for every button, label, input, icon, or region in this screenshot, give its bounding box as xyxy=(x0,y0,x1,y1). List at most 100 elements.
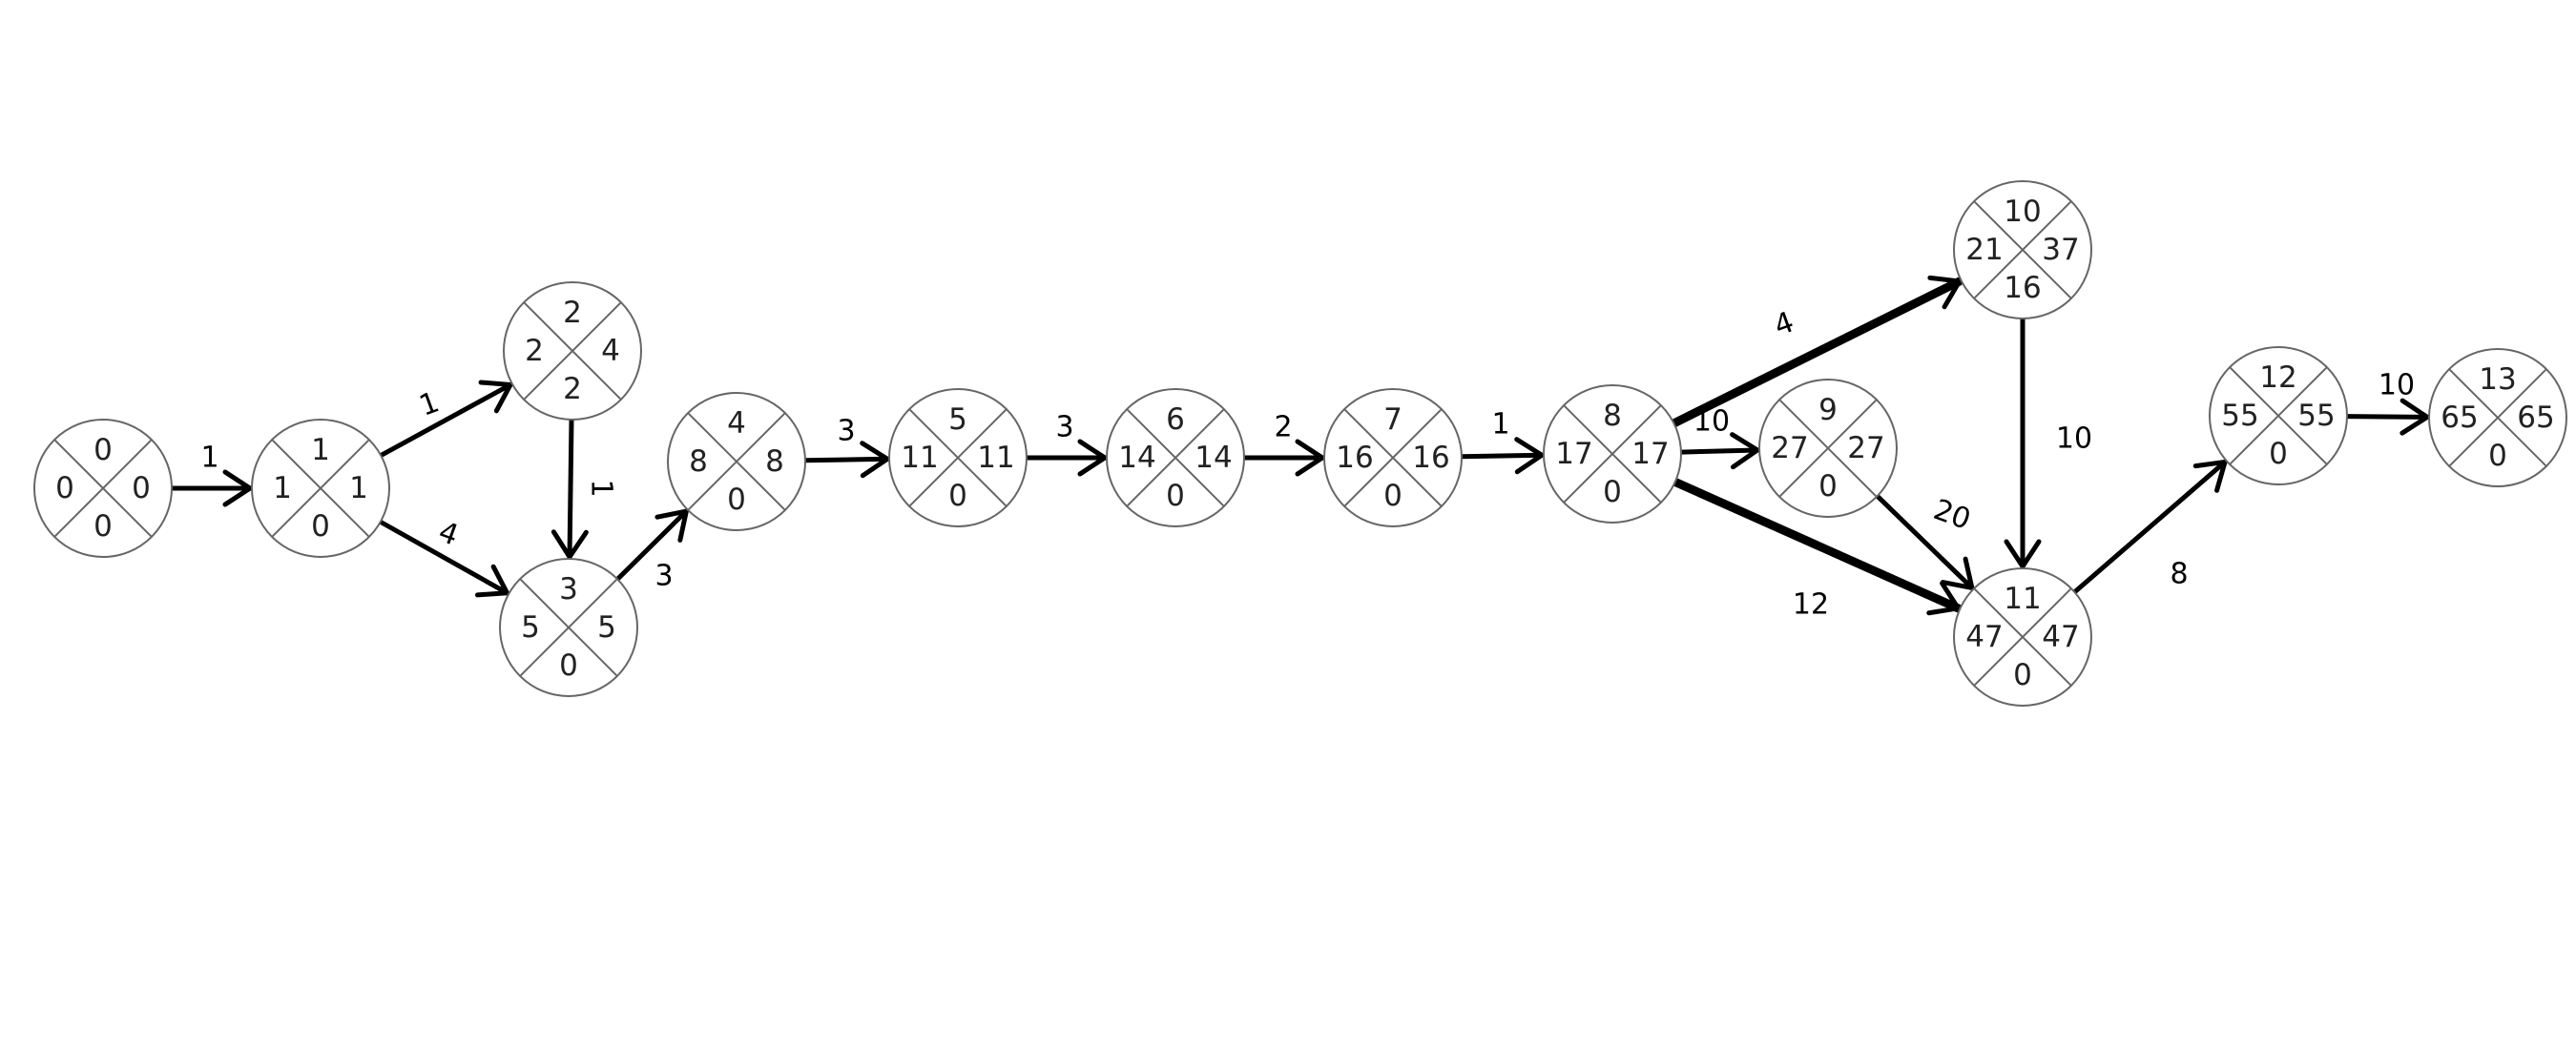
edge-label: 3 xyxy=(654,560,673,593)
node-top-value: 3 xyxy=(559,572,578,607)
node-bottom-value: 0 xyxy=(948,479,967,513)
node-top-value: 8 xyxy=(1603,399,1622,433)
node-divider xyxy=(1778,399,1878,498)
arrowhead-icon xyxy=(222,469,253,507)
edge-1-3: 4 xyxy=(378,515,509,598)
node-left-value: 2 xyxy=(525,334,544,368)
arrowhead-icon xyxy=(2399,398,2430,436)
arrowhead-icon xyxy=(860,441,890,479)
node-top-value: 1 xyxy=(311,433,330,467)
edge-line xyxy=(378,381,513,459)
edge-label: 8 xyxy=(2170,558,2188,591)
edge-label: 4 xyxy=(434,515,463,552)
node-left-value: 55 xyxy=(2221,399,2258,433)
node-divider xyxy=(53,439,153,538)
node-bottom-value: 0 xyxy=(559,648,578,683)
node-right-value: 0 xyxy=(132,471,151,505)
edge-4-5: 3 xyxy=(802,415,890,479)
node-top-value: 4 xyxy=(727,406,746,441)
node-bottom-value: 16 xyxy=(2004,271,2041,305)
edge-label: 4 xyxy=(1770,305,1798,342)
node-bottom-value: 0 xyxy=(2013,658,2032,692)
node-right-value: 16 xyxy=(1412,441,1449,475)
edge-label: 10 xyxy=(2056,422,2092,456)
node-top-value: 0 xyxy=(93,433,113,467)
node-right-value: 55 xyxy=(2297,399,2335,433)
node-top-value: 2 xyxy=(563,296,582,330)
node-divider xyxy=(1343,408,1443,507)
edge-8-11: 12 xyxy=(1671,477,1963,622)
node-right-value: 1 xyxy=(349,471,368,505)
arrowhead-icon xyxy=(478,380,513,414)
edge-0-1: 1 xyxy=(169,442,253,507)
node-top-value: 11 xyxy=(2004,582,2041,616)
node-bottom-value: 0 xyxy=(1818,469,1838,504)
node-bottom-value: 0 xyxy=(1166,479,1185,513)
edge-3-4: 3 xyxy=(614,508,689,593)
node-left-value: 8 xyxy=(689,444,708,479)
node-right-value: 14 xyxy=(1195,441,1232,475)
edge-line xyxy=(1671,477,1963,613)
node-left-value: 1 xyxy=(273,471,292,505)
node-divider xyxy=(271,439,370,538)
node-divider xyxy=(1973,200,2072,299)
node-bottom-value: 0 xyxy=(1603,475,1622,509)
node-top-value: 12 xyxy=(2259,360,2296,395)
edge-line xyxy=(1678,447,1760,455)
edge-line xyxy=(567,417,574,560)
node-bottom-value: 0 xyxy=(1383,479,1402,513)
edge-8-10: 4 xyxy=(1669,275,1964,428)
node-left-value: 27 xyxy=(1771,431,1808,465)
arrowhead-icon xyxy=(1514,437,1545,475)
node-divider xyxy=(523,301,622,401)
arrowhead-icon xyxy=(1295,439,1325,477)
node-left-value: 16 xyxy=(1336,441,1373,475)
node-top-value: 5 xyxy=(948,402,967,437)
node-left-value: 11 xyxy=(901,441,938,475)
node-right-value: 5 xyxy=(597,610,616,645)
edge-label: 20 xyxy=(1929,493,1975,537)
edge-8-9: 10 xyxy=(1678,405,1760,470)
arrowhead-icon xyxy=(1077,439,1108,477)
edge-line xyxy=(378,519,509,596)
node-divider xyxy=(1973,587,2072,687)
node-bottom-value: 0 xyxy=(311,509,330,544)
edge-2-3: 1 xyxy=(551,417,618,560)
edge-label: 3 xyxy=(1055,411,1073,444)
edge-5-6: 3 xyxy=(1024,411,1108,477)
edge-line xyxy=(1669,277,1964,428)
edge-label: 1 xyxy=(200,442,218,475)
node-right-value: 65 xyxy=(2517,401,2554,435)
node-divider xyxy=(1563,404,1662,504)
edge-line xyxy=(2344,414,2430,420)
edge-7-8: 1 xyxy=(1459,408,1545,475)
arrowhead-icon xyxy=(2004,539,2042,569)
node-bottom-value: 0 xyxy=(93,509,113,544)
edge-line xyxy=(614,508,689,582)
node-divider xyxy=(687,412,786,511)
node-right-value: 37 xyxy=(2042,233,2079,267)
arrowhead-icon xyxy=(1926,581,1961,616)
edge-6-7: 2 xyxy=(1241,411,1325,477)
edge-10-11: 10 xyxy=(2004,316,2092,569)
edge-label: 12 xyxy=(1793,588,1829,622)
node-top-value: 10 xyxy=(2004,195,2041,229)
node-left-value: 17 xyxy=(1555,437,1592,471)
edge-label: 1 xyxy=(415,385,444,422)
edge-line xyxy=(802,456,890,463)
node-right-value: 47 xyxy=(2042,620,2079,654)
